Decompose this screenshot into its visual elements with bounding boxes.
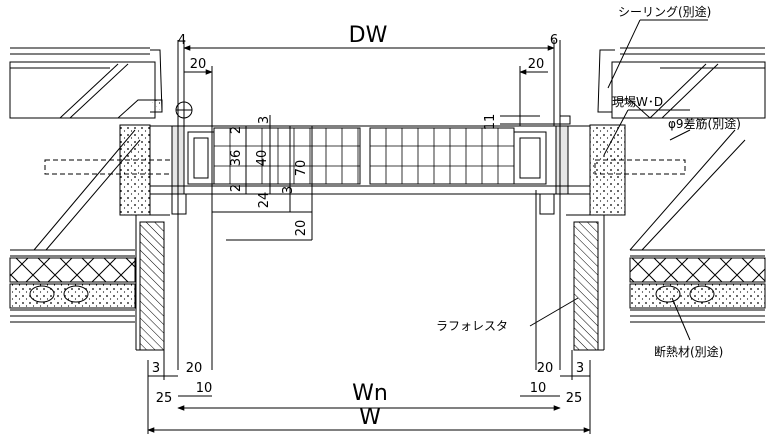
dim-right-11: 11 bbox=[483, 114, 498, 131]
callout-labels: シーリング(別途) 現場W･D φ9差筋(別途) ラフォレスタ 断熱材(別途) bbox=[436, 4, 741, 359]
label-rebar: φ9差筋(別途) bbox=[668, 116, 741, 131]
dim-bottom-right-3: 3 bbox=[576, 361, 584, 376]
dim-frame-70: 70 bbox=[294, 160, 309, 177]
dim-bottom-right-20: 20 bbox=[537, 361, 554, 376]
dimension-lines bbox=[147, 19, 708, 434]
dim-right-top-20: 20 bbox=[528, 57, 545, 72]
dim-bottom-left-3: 3 bbox=[152, 361, 160, 376]
label-lath: ラフォレスタ bbox=[436, 319, 508, 333]
dim-frame-40: 40 bbox=[255, 150, 270, 167]
dim-bottom-left-20: 20 bbox=[186, 361, 203, 376]
dim-top-left-gap: 4 bbox=[178, 33, 186, 48]
dim-frame-24: 24 bbox=[257, 192, 272, 209]
dim-left-top-20: 20 bbox=[190, 57, 207, 72]
label-onsite-wd: 現場W･D bbox=[612, 95, 663, 109]
dim-wn: Wn bbox=[352, 381, 388, 406]
dim-frame-2-bottom: 2 bbox=[229, 184, 244, 192]
dim-frame-3: 3 bbox=[257, 116, 272, 124]
dim-frame-20-vertical: 20 bbox=[294, 220, 309, 237]
label-insulation: 断熱材(別途) bbox=[654, 344, 723, 359]
dim-bottom-right-10: 10 bbox=[530, 381, 547, 396]
dim-dw: DW bbox=[349, 23, 388, 48]
dim-bottom-right-25: 25 bbox=[566, 391, 583, 406]
left-wall bbox=[9, 47, 181, 351]
dim-frame-2-top: 2 bbox=[229, 126, 244, 134]
dim-w: W bbox=[359, 405, 381, 430]
dim-top-right-gap: 6 bbox=[550, 33, 558, 48]
dimension-texts: DW Wn W 4 6 20 20 2 3 36 40 70 2 24 3 20… bbox=[152, 23, 584, 430]
right-wall bbox=[566, 47, 766, 351]
dim-bottom-left-10: 10 bbox=[196, 381, 213, 396]
dim-bottom-left-25: 25 bbox=[156, 391, 173, 406]
label-sealing: シーリング(別途) bbox=[618, 4, 711, 19]
dim-frame-36: 36 bbox=[229, 150, 244, 167]
dim-frame-3-small: 3 bbox=[281, 186, 296, 194]
